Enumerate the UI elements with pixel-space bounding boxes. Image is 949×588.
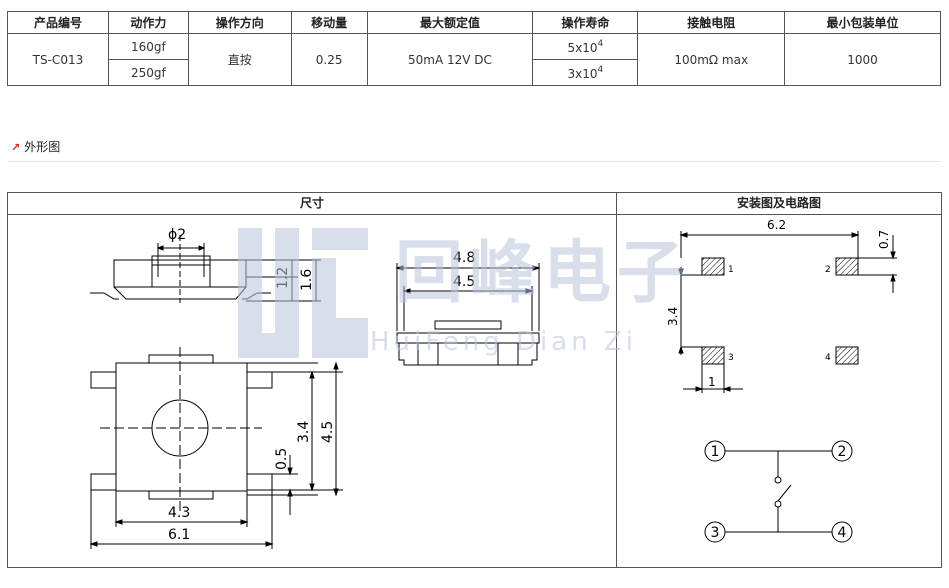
pad-br	[246, 473, 273, 491]
label-h12: 1.2	[275, 267, 291, 289]
pad-label-1: 1	[728, 265, 734, 275]
circuit-label-4: 4	[838, 525, 847, 541]
cell-life-2: 3x104	[532, 59, 639, 86]
install-drawing: 6.2 0.7 3.4 1 1 2 3 4 1 2 3 4	[666, 218, 897, 543]
cell-life-1: 5x104	[532, 33, 639, 60]
pad-1	[701, 257, 725, 276]
header-resistance: 接触电阻	[637, 11, 786, 34]
switch-contact-top	[774, 476, 782, 484]
circuit-label-2: 2	[838, 444, 847, 460]
front-body	[398, 343, 538, 366]
header-life: 操作寿命	[532, 11, 639, 34]
cell-travel: 0.25	[290, 33, 368, 86]
label-w48: 4.8	[453, 250, 475, 266]
header-direction: 操作方向	[187, 11, 292, 34]
install-panel: 安装图及电路图	[616, 192, 942, 568]
dimensions-panel: 尺寸	[7, 192, 617, 568]
label-w45: 4.5	[453, 274, 475, 290]
label-w1: 1	[708, 375, 716, 389]
top-tab-bottom	[148, 490, 214, 500]
circuit-label-1: 1	[711, 444, 720, 460]
label-v34: 3.4	[296, 421, 312, 443]
front-top	[396, 332, 540, 344]
section-divider	[8, 161, 941, 162]
cell-resistance: 100mΩ max	[637, 33, 786, 86]
spec-table: 产品编号 动作力 操作方向 移动量 最大额定值 操作寿命 接触电阻 最小包装单位…	[7, 11, 941, 86]
spec-row-1: TS-C013 160gf 直按 0.25 50mA 12V DC 5x104 …	[7, 33, 941, 86]
cell-min-pack: 1000	[784, 33, 941, 86]
spec-row-2: 250gf 3x104	[8, 59, 941, 86]
label-h07: 0.7	[877, 230, 891, 249]
pad-2	[835, 257, 859, 276]
install-panel-title: 安装图及电路图	[617, 193, 941, 215]
label-v05: 0.5	[274, 448, 290, 470]
header-min-pack: 最小包装单位	[784, 11, 941, 34]
top-tab-top	[148, 354, 214, 364]
pad-label-3: 3	[728, 353, 734, 363]
label-phi: ϕ2	[168, 227, 186, 243]
header-product-no: 产品编号	[7, 11, 109, 34]
switch-lever	[777, 484, 792, 502]
pad-bl	[90, 473, 117, 491]
pad-3	[701, 346, 725, 365]
label-h16: 1.6	[299, 269, 315, 291]
dimensions-drawing: ϕ2 1.2 1.6 4.8 4.5 3.4 4.5 0.5 4.3 6.1	[89, 227, 541, 549]
pad-4	[835, 346, 859, 365]
pad-tl	[90, 371, 117, 389]
cell-rating: 50mA 12V DC	[366, 33, 534, 86]
section-title-text: 外形图	[24, 140, 61, 154]
cell-product-no: TS-C013	[7, 33, 109, 86]
section-title: ↗外形图	[11, 138, 60, 155]
dimensions-panel-title: 尺寸	[8, 193, 616, 215]
top-body	[115, 362, 248, 492]
pad-label-2: 2	[825, 265, 831, 275]
label-w62: 6.2	[767, 218, 786, 232]
label-w43: 4.3	[168, 505, 190, 521]
side-plunger	[151, 264, 211, 288]
pad-label-4: 4	[825, 353, 831, 363]
header-rating: 最大额定值	[366, 11, 534, 34]
front-plunger	[434, 320, 502, 330]
label-w61: 6.1	[168, 527, 190, 543]
arrow-icon: ↗	[11, 141, 21, 154]
header-force: 动作力	[107, 11, 189, 34]
cell-force-1: 160gf	[107, 33, 189, 60]
circuit-label-3: 3	[711, 525, 720, 541]
label-v45: 4.5	[320, 421, 336, 443]
cell-force-2: 250gf	[107, 59, 189, 86]
pad-tr	[246, 371, 273, 389]
header-travel: 移动量	[290, 11, 368, 34]
switch-contact-bottom	[774, 500, 782, 508]
spec-header-row: 产品编号 动作力 操作方向 移动量 最大额定值 操作寿命 接触电阻 最小包装单位	[7, 11, 941, 34]
cell-direction: 直按	[187, 33, 292, 86]
label-v34: 3.4	[666, 307, 680, 326]
